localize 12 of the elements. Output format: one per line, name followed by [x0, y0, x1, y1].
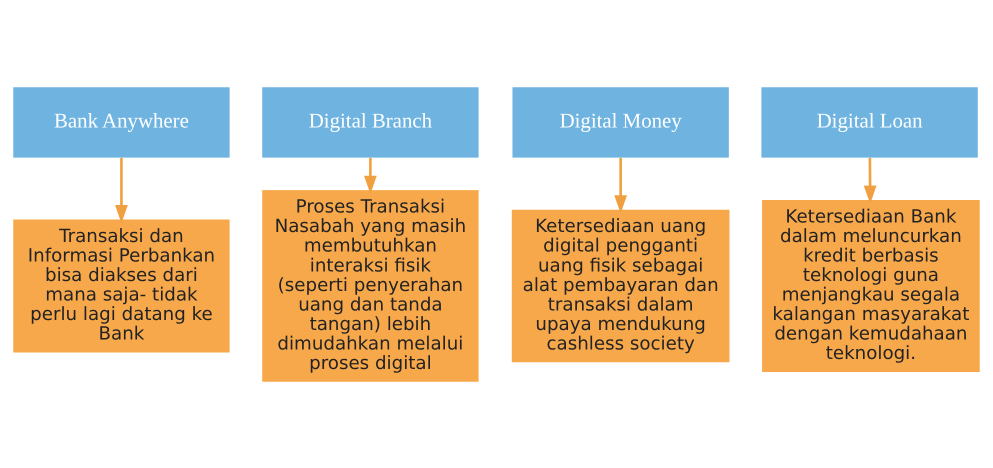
- arrow: [864, 157, 876, 204]
- arrow: [115, 157, 128, 223]
- arrow: [364, 157, 377, 194]
- node-box: Bank Anywhere: [13, 86, 230, 158]
- node-box: Ketersediaan Bank dalam meluncurkan kredit berbasis teknologi guna menjangkau segala kalangan masyarakat dengan kemudahaan teknologi.: [762, 199, 980, 372]
- node-box: Digital Money: [512, 86, 729, 158]
- node-box: Transaksi dan Informasi Perbankan bisa diakses dari mana saja- tidak perlu lagi datang ke Bank: [13, 219, 230, 352]
- node-box: Ketersediaan uang digital pengganti uang fisik sebagai alat pembayaran dan transaksi dalam upaya mendukung cashless society: [512, 209, 730, 362]
- node-box: Proses Transaksi Nasabah yang masih membutuhkan interaksi fisik (seperti penyerahan uang dan tanda tangan) lebih dimudahkan melalui proses digital: [262, 190, 479, 382]
- node-box: Digital Loan: [761, 86, 978, 158]
- arrow: [614, 157, 628, 213]
- node-box: Digital Branch: [262, 86, 479, 158]
